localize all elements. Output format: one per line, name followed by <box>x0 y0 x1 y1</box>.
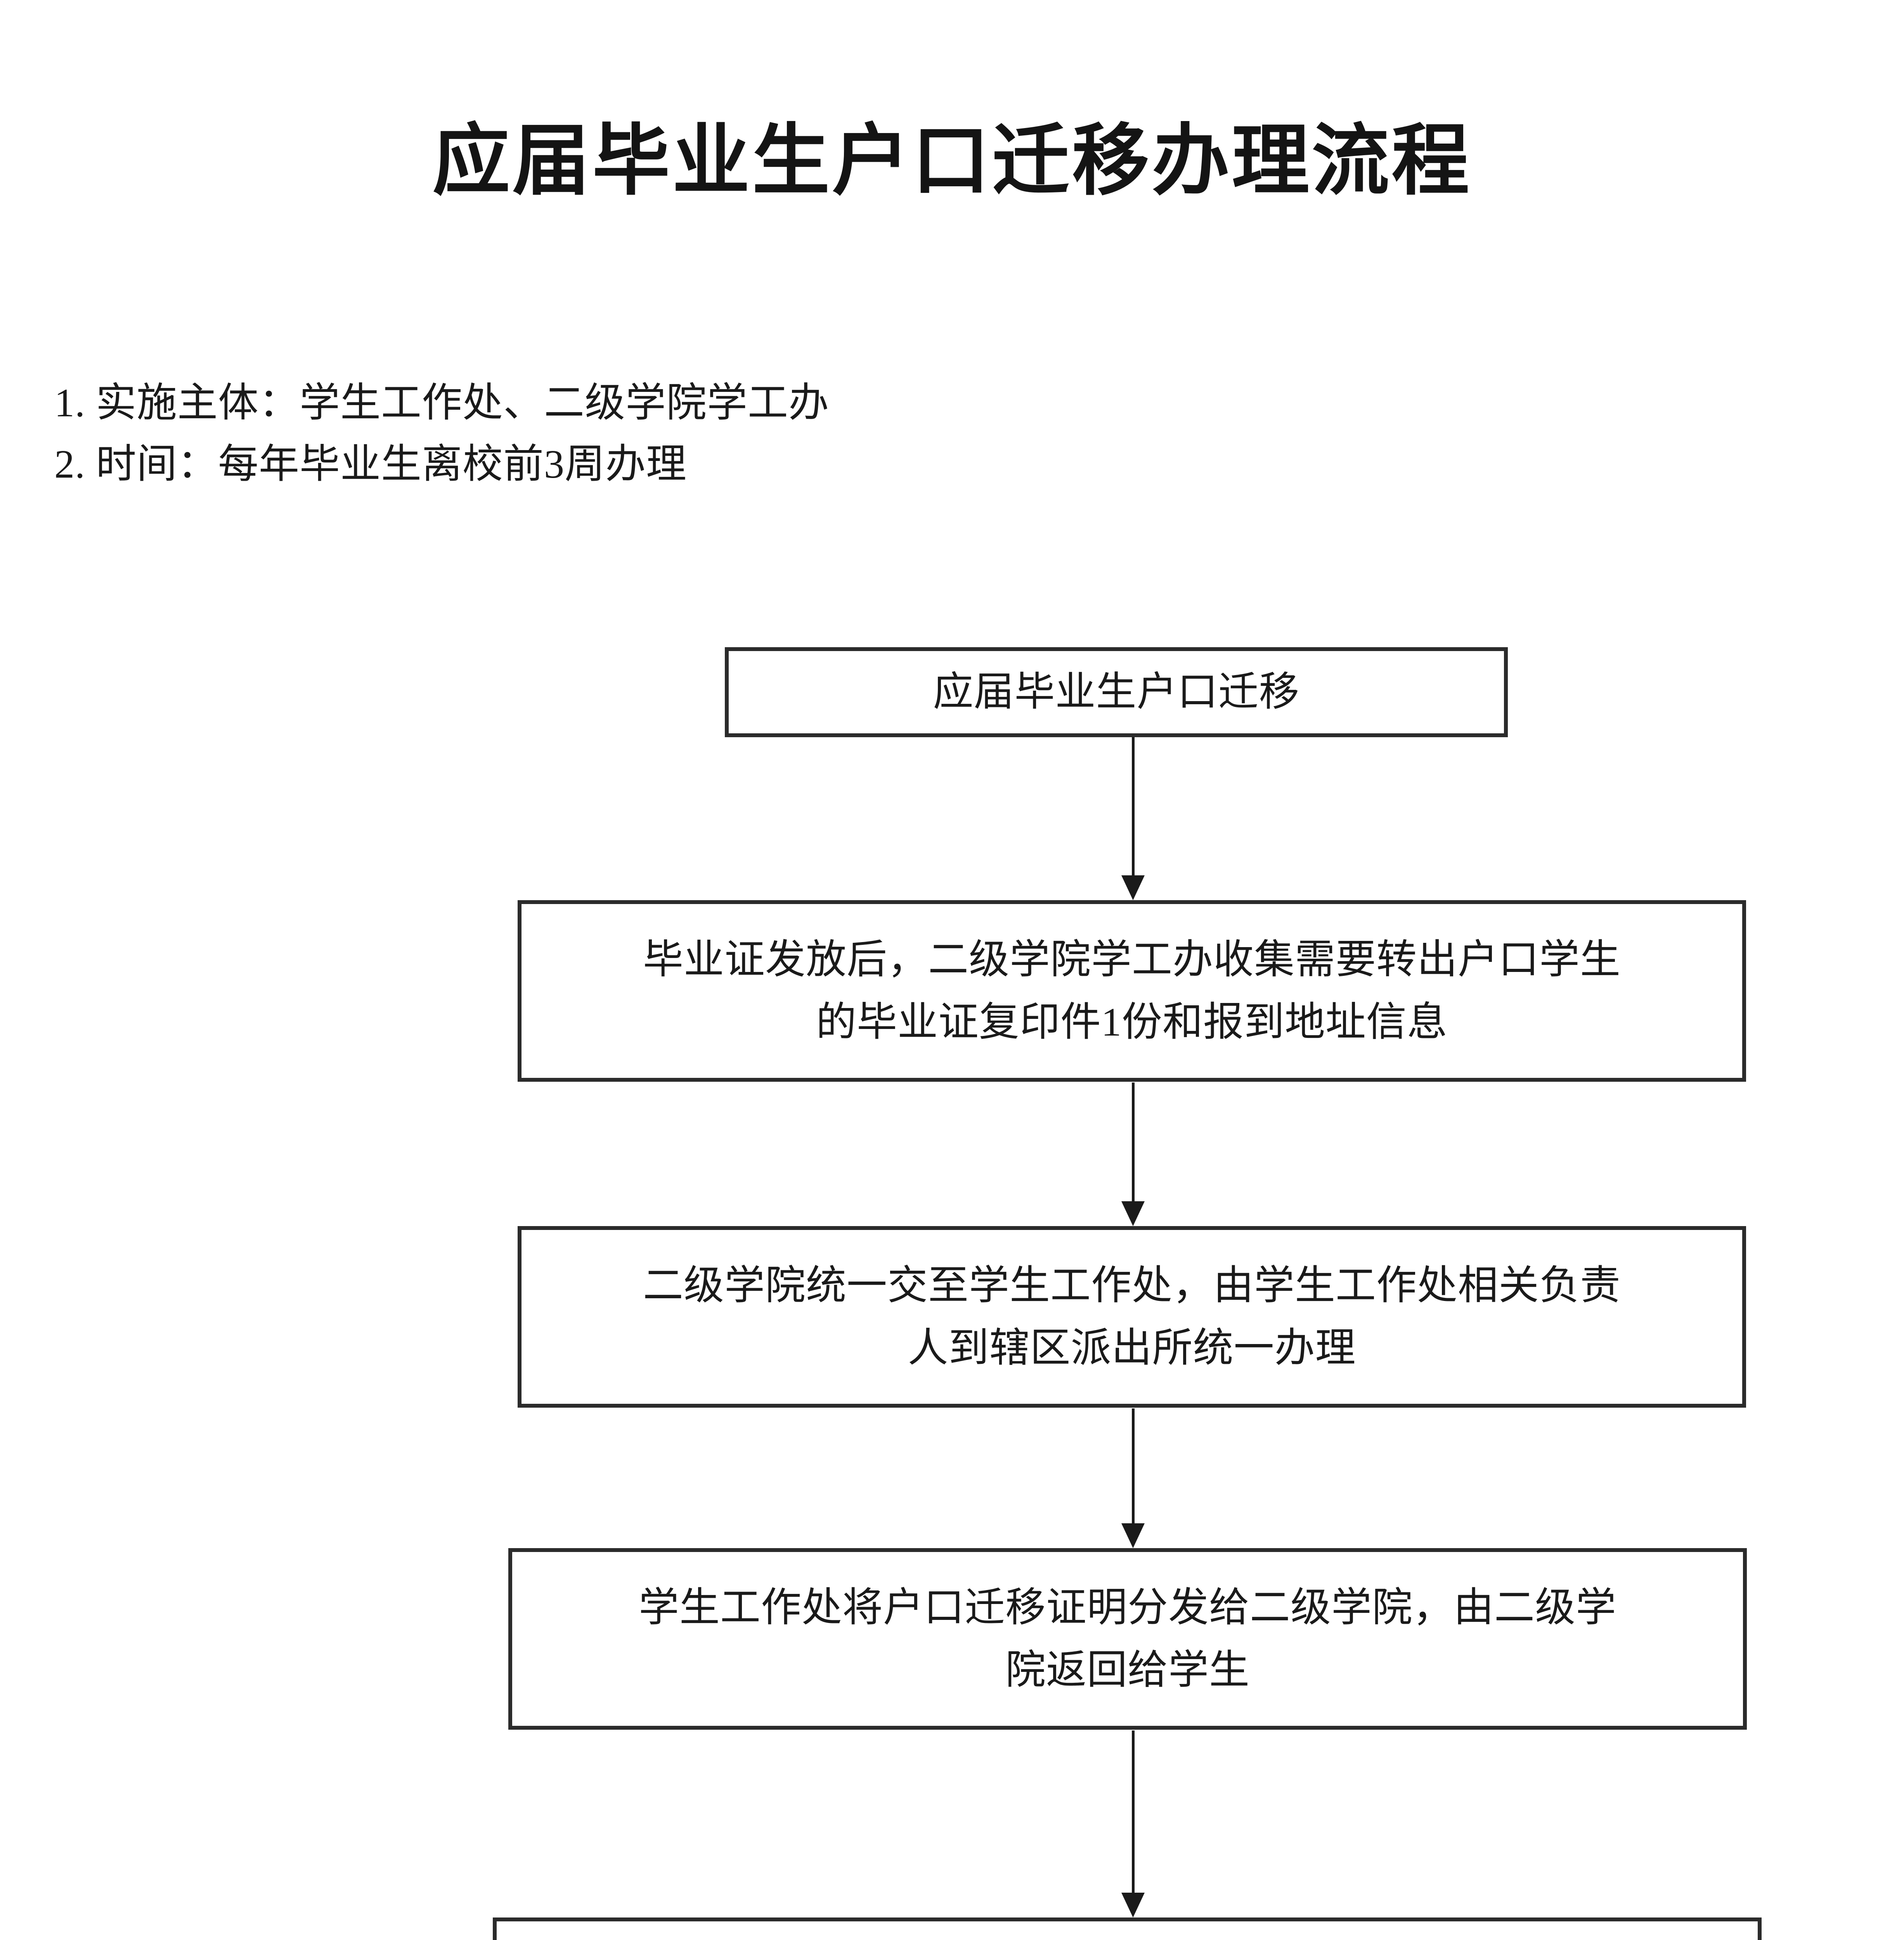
flow-box-text: 学生工作处将户口迁移证明分发给二级学院，由二级学 院返回给学生 <box>639 1576 1616 1701</box>
arrow-shaft <box>1132 737 1135 875</box>
flow-box-text: 应届毕业生户口迁移 <box>933 661 1299 723</box>
arrow-shaft <box>1132 1408 1135 1523</box>
arrow-down-icon-4 <box>1121 1730 1145 1917</box>
page-title: 应届毕业生户口迁移办理流程 <box>432 118 1472 204</box>
arrow-shaft <box>1132 1083 1135 1201</box>
arrow-down-icon-2 <box>1121 1083 1145 1226</box>
notes-block: 1. 实施主体：学生工作处、二级学院学工办 2. 时间：每年毕业生离校前3周办理 <box>54 372 1606 495</box>
flow-box-distribute-certificates[interactable]: 学生工作处将户口迁移证明分发给二级学院，由二级学 院返回给学生 <box>508 1548 1747 1730</box>
flow-box-line: 学生工作处将户口迁移证明分发给二级学院，由二级学 <box>638 1585 1616 1630</box>
arrow-down-icon-1 <box>1121 737 1145 900</box>
flow-box-collect-documents[interactable]: 毕业证发放后，二级学院学工办收集需要转出户口学生 的毕业证复印件1份和报到地址信… <box>518 900 1746 1082</box>
arrow-shaft <box>1132 1730 1135 1893</box>
flow-box-text: 二级学院统一交至学生工作处，由学生工作处相关负责 人到辖区派出所统一办理 <box>643 1254 1621 1379</box>
flow-box-submit-to-police-station[interactable]: 二级学院统一交至学生工作处，由学生工作处相关负责 人到辖区派出所统一办理 <box>518 1226 1746 1408</box>
flow-box-line: 人到辖区派出所统一办理 <box>908 1326 1356 1370</box>
flow-box-student-registers[interactable]: 学生自行到报到地辖区派出所办理落户手续 <box>493 1917 1762 1940</box>
flow-box-line: 二级学院统一交至学生工作处，由学生工作处相关负责 <box>643 1263 1621 1308</box>
flow-box-line: 应届毕业生户口迁移 <box>933 670 1300 715</box>
arrow-down-icon-3 <box>1121 1408 1145 1548</box>
flow-box-start[interactable]: 应届毕业生户口迁移 <box>725 647 1508 737</box>
arrow-head <box>1121 875 1145 900</box>
note-line-implementing-body: 1. 实施主体：学生工作处、二级学院学工办 <box>54 381 830 425</box>
arrow-head <box>1121 1201 1145 1226</box>
arrow-head <box>1121 1893 1145 1917</box>
flow-box-line: 院返回给学生 <box>1005 1648 1250 1692</box>
note-line-timing: 2. 时间：每年毕业生离校前3周办理 <box>54 442 687 487</box>
flow-box-line: 的毕业证复印件1份和报到地址信息 <box>816 1000 1448 1044</box>
flow-box-line: 毕业证发放后，二级学院学工办收集需要转出户口学生 <box>643 937 1621 982</box>
arrow-head <box>1121 1523 1145 1548</box>
flow-box-text: 毕业证发放后，二级学院学工办收集需要转出户口学生 的毕业证复印件1份和报到地址信… <box>643 928 1621 1053</box>
